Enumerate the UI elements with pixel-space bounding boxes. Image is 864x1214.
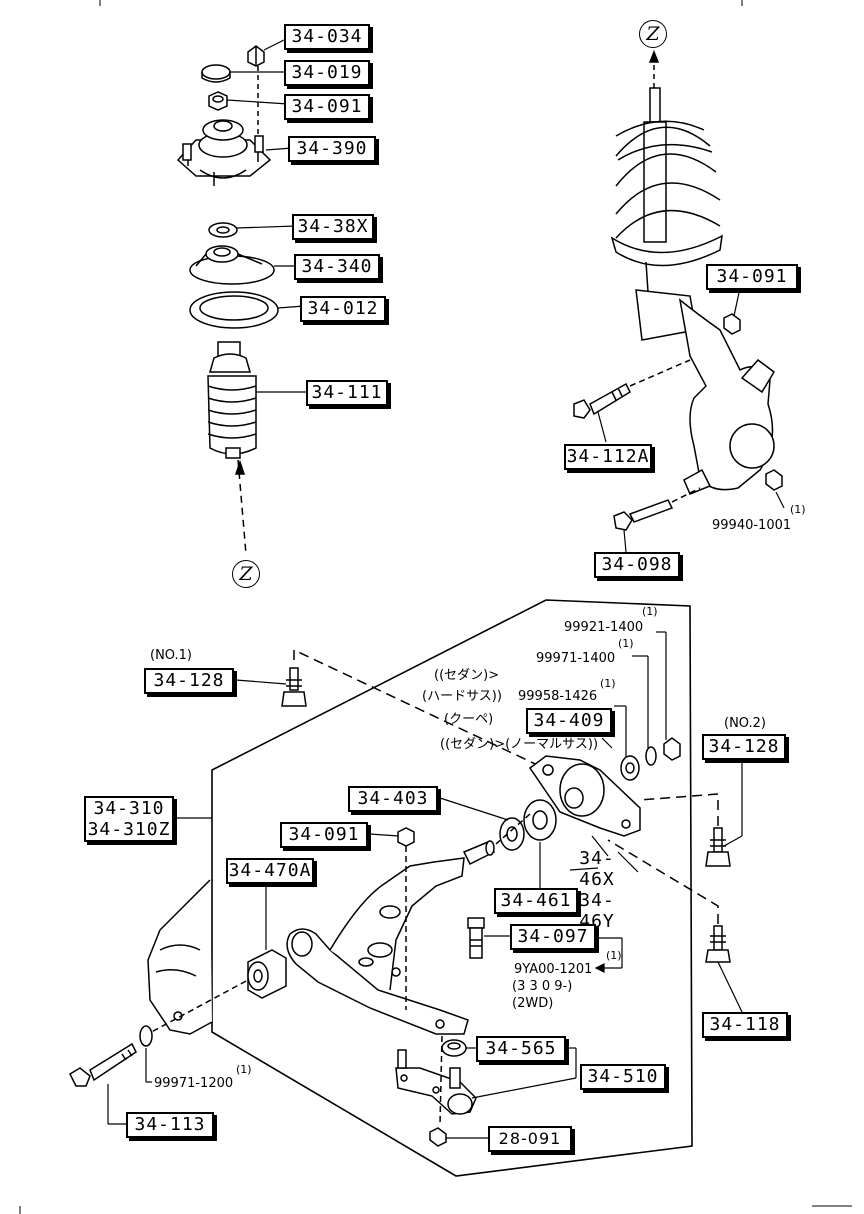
bolt-34-128-no2 xyxy=(705,827,731,867)
washer-34-38X xyxy=(208,222,238,238)
hard-sus-note: (ハードサス)) xyxy=(422,689,502,704)
part-label-34-034[interactable]: 34-034 xyxy=(284,24,370,50)
part-label-34-091-upper[interactable]: 34-091 xyxy=(284,94,370,120)
qty-99958: (1) xyxy=(600,677,616,690)
no2-note: (NO.2) xyxy=(724,716,766,731)
part-label-34-097[interactable]: 34-097 xyxy=(510,924,596,950)
subframe-bracket xyxy=(147,879,213,1035)
nut-34-565 xyxy=(441,1039,467,1057)
part-label-34-470A[interactable]: 34-470A xyxy=(226,858,314,884)
part-label-34-091-strut[interactable]: 34-091 xyxy=(706,264,798,290)
part-label-34-111[interactable]: 34-111 xyxy=(306,380,388,406)
qty-9YA00: (1) xyxy=(606,949,622,962)
part-number-99971-1400[interactable]: 99971-1400 xyxy=(536,651,616,666)
part-label-34-012[interactable]: 34-012 xyxy=(300,296,386,322)
note-2wd: (2WD) xyxy=(512,996,554,1011)
part-number-9YA00-1201[interactable]: 9YA00-1201 xyxy=(514,962,593,977)
part-label-34-403[interactable]: 34-403 xyxy=(348,786,438,812)
lower-axis-line xyxy=(237,459,247,555)
part-label-34-510[interactable]: 34-510 xyxy=(580,1064,666,1090)
strut-assembly xyxy=(610,87,775,495)
arm-bushing-axis xyxy=(495,813,531,845)
part-label-34-461[interactable]: 34-461 xyxy=(494,888,578,914)
part-label-34-409[interactable]: 34-409 xyxy=(526,708,612,734)
part-label-34-390[interactable]: 34-390 xyxy=(288,136,376,162)
part-number-99940-1001[interactable]: 99940-1001 xyxy=(712,518,792,533)
lower-leaders xyxy=(107,679,743,1139)
bolt-112A-axis xyxy=(629,359,691,387)
lower-frame-leaders xyxy=(176,631,667,819)
part-label-34-091-arm[interactable]: 34-091 xyxy=(280,822,368,848)
bolt-34-128-no1 xyxy=(281,667,307,707)
part-number-34-46X: 34-46X xyxy=(579,848,615,890)
part-number-99971-1200[interactable]: 99971-1200 xyxy=(154,1076,234,1091)
washers-409 xyxy=(620,737,681,781)
part-label-34-340[interactable]: 34-340 xyxy=(294,254,380,280)
part-label-28-091[interactable]: 28-091 xyxy=(488,1126,572,1152)
nut-34-091-top xyxy=(208,91,228,111)
sedan-note: ((セダン)> xyxy=(434,668,500,683)
cap-34-019 xyxy=(201,64,231,83)
bushing-34-470A xyxy=(247,949,287,999)
qty-99940: (1) xyxy=(790,503,806,516)
part-label-34-113[interactable]: 34-113 xyxy=(126,1112,214,1138)
qty-99971-1200: (1) xyxy=(236,1063,252,1076)
ball-joint-34-510 xyxy=(395,1049,477,1115)
callout-z-top: Z xyxy=(639,20,667,48)
bolt-34-113 xyxy=(69,1025,153,1087)
part-label-34-118[interactable]: 34-118 xyxy=(702,1012,788,1038)
bolt-128-no2-line xyxy=(639,793,719,826)
part-number-34-310Z: 34-310Z xyxy=(87,819,171,840)
nut-34-091-strut xyxy=(723,313,741,335)
part-label-34-310[interactable]: 34-310 34-310Z xyxy=(84,796,174,842)
mount-34-390 xyxy=(176,119,272,186)
lower-control-arm-34-310 xyxy=(286,840,496,1035)
part-number-99958-1426[interactable]: 99958-1426 xyxy=(518,689,598,704)
part-label-34-128-no2[interactable]: 34-128 xyxy=(702,734,786,760)
note-3309: (3 3 0 9-) xyxy=(512,979,573,994)
nut-34-034 xyxy=(247,45,265,67)
qty-99921: (1) xyxy=(642,605,658,618)
upper-leaders xyxy=(226,37,306,393)
arrow-up-icon xyxy=(234,459,246,475)
insulator-34-012 xyxy=(189,291,279,329)
nut-99940-1001 xyxy=(765,469,783,491)
part-label-34-112A[interactable]: 34-112A xyxy=(564,444,652,470)
strut-leaders xyxy=(597,287,785,553)
bolt-34-098 xyxy=(613,499,674,531)
bolt-34-118 xyxy=(705,925,731,963)
ball-joint-axis xyxy=(439,1035,443,1125)
bushing-34-461 xyxy=(523,799,557,841)
sedan-normal-note: ((セダン)>(ノーマルサス)) xyxy=(440,737,599,752)
corner-marks xyxy=(19,0,852,1214)
bolt-098-axis xyxy=(671,487,701,503)
callout-z-bottom: Z xyxy=(232,560,260,588)
part-label-34-098[interactable]: 34-098 xyxy=(594,552,680,578)
arrow-up-icon-top xyxy=(648,49,660,63)
bolt-128-no1-line xyxy=(293,648,549,771)
bolt-34-112A xyxy=(573,382,631,419)
qty-99971-1400: (1) xyxy=(618,637,634,650)
bolt-118-line xyxy=(607,839,719,924)
part-label-34-019[interactable]: 34-019 xyxy=(284,60,370,86)
coupe-note: (クーペ) xyxy=(444,712,494,727)
part-number-34-310: 34-310 xyxy=(93,798,165,819)
bushing-bracket-34-46X xyxy=(528,755,641,837)
part-label-34-565[interactable]: 34-565 xyxy=(476,1036,566,1062)
no1-note: (NO.1) xyxy=(150,648,192,663)
nut-28-091 xyxy=(429,1127,447,1147)
bolt-34-097 xyxy=(467,917,485,959)
seat-34-340 xyxy=(189,245,275,285)
part-label-34-128-no1[interactable]: 34-128 xyxy=(144,668,234,694)
bumper-34-111 xyxy=(207,341,257,459)
part-label-34-46X[interactable]: 34-46X 34-46Y xyxy=(562,848,632,932)
part-label-34-38X[interactable]: 34-38X xyxy=(292,214,374,240)
lower-group-frame xyxy=(211,599,693,1177)
part-number-99921-1400[interactable]: 99921-1400 xyxy=(564,620,644,635)
nut-34-091-arm xyxy=(397,827,415,847)
